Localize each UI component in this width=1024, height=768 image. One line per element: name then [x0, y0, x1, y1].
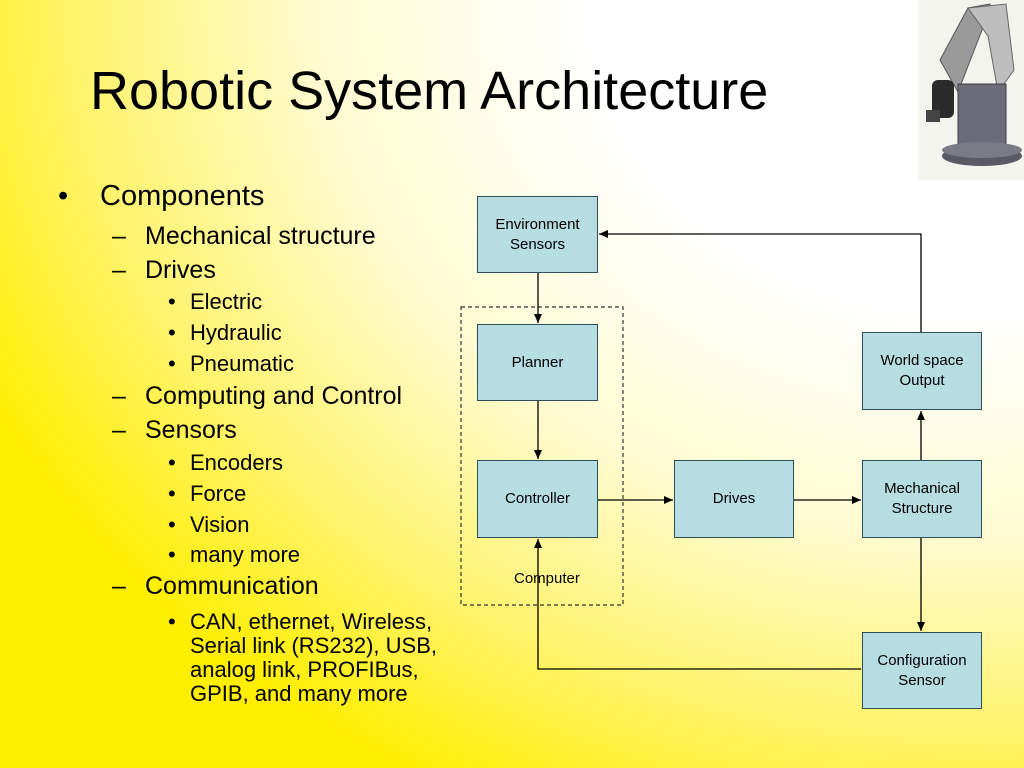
- robot-arm-icon: [918, 0, 1024, 180]
- controller-box: Controller: [477, 460, 598, 538]
- mechanical-structure-box: Mechanical Structure: [862, 460, 982, 538]
- communication-line-1: CAN, ethernet, Wireless,: [190, 609, 433, 634]
- environment-sensors-box: Environment Sensors: [477, 196, 598, 273]
- computer-dashed-boundary: [460, 306, 624, 606]
- communication-line-2: Serial link (RS232), USB,: [190, 633, 437, 658]
- arrow-config-to-controller: [534, 539, 861, 670]
- communication-line-4: GPIB, and many more: [190, 681, 408, 706]
- arrow-world-to-env: [599, 230, 922, 332]
- world-space-output-box: World space Output: [862, 332, 982, 410]
- drives-box: Drives: [674, 460, 794, 538]
- communication-line-3: analog link, PROFIBus,: [190, 657, 419, 682]
- planner-box: Planner: [477, 324, 598, 401]
- computer-label: Computer: [514, 570, 580, 587]
- slide-title: Robotic System Architecture: [90, 61, 769, 121]
- configuration-sensor-box: Configuration Sensor: [862, 632, 982, 709]
